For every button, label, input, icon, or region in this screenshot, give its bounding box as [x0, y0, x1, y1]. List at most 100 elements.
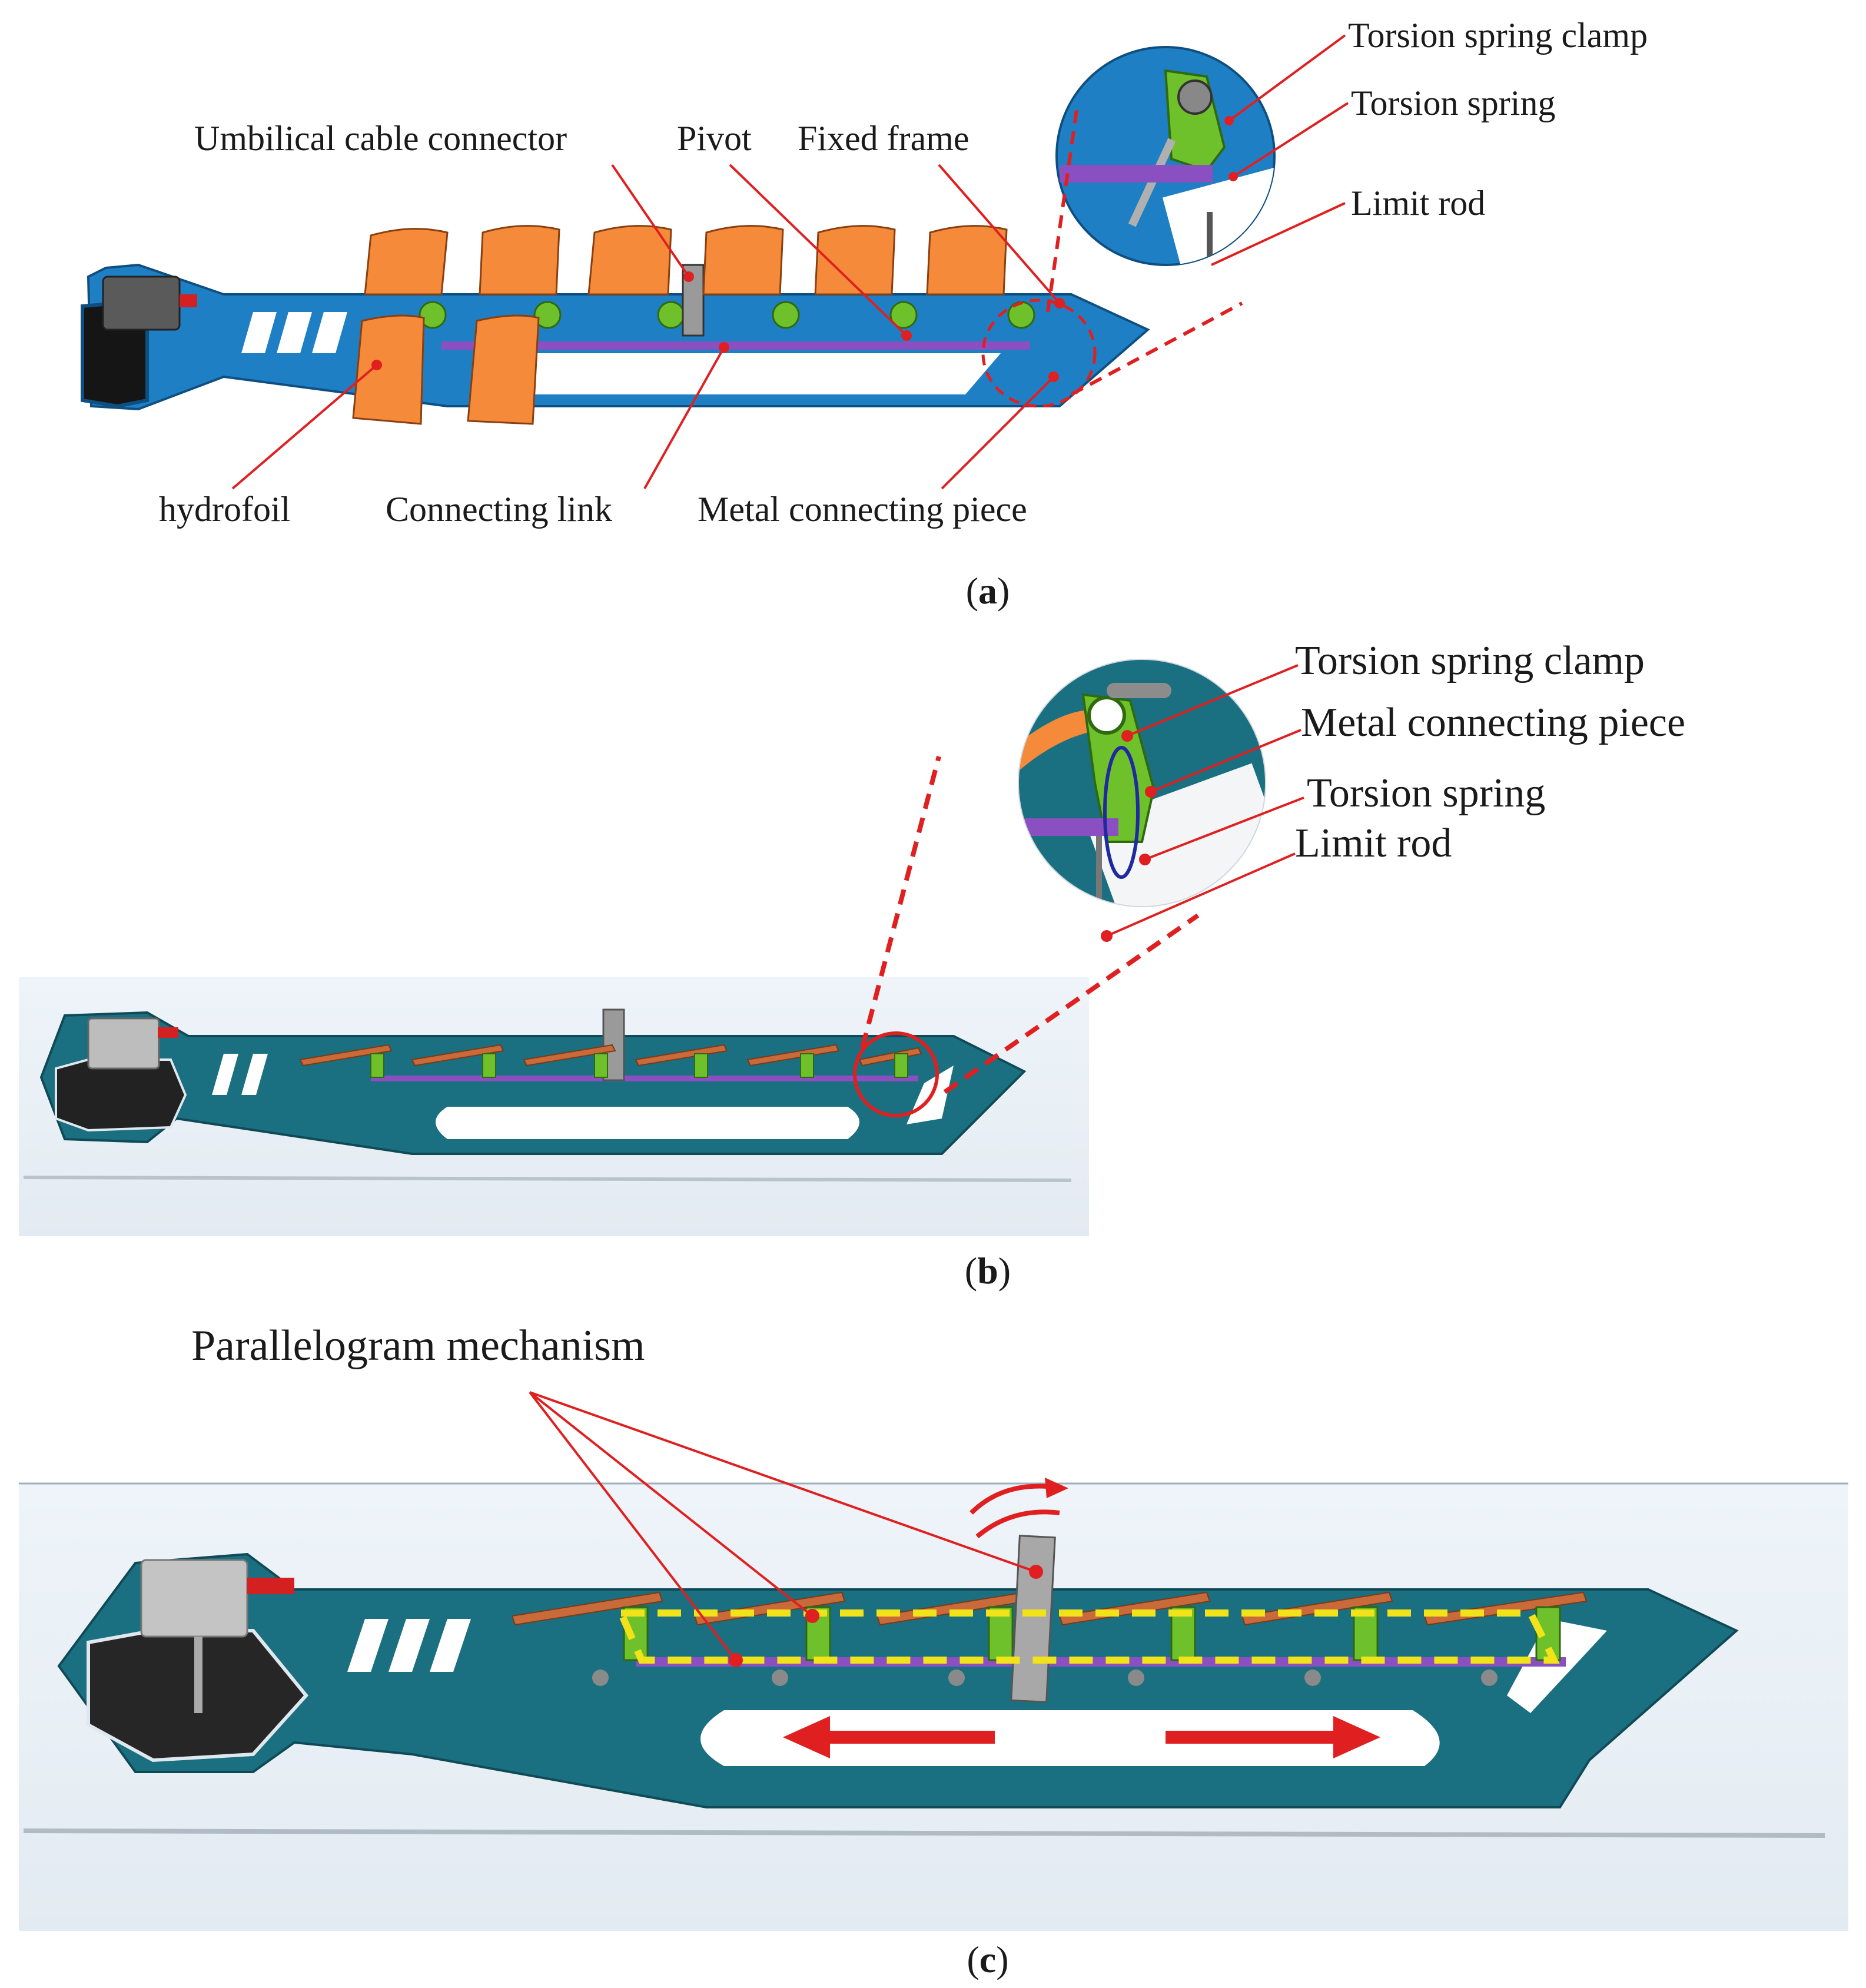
parallelogram-outline: [615, 1609, 1560, 1664]
bracket-b: [800, 1053, 814, 1078]
inset-border-b: [1018, 659, 1266, 907]
connecting-link-b: [371, 1076, 918, 1081]
frame-bolt-c: [592, 1670, 609, 1686]
zoom-line-a: [1070, 301, 1243, 396]
motor-block-a: [102, 276, 181, 331]
label-metal-connecting-piece: Metal connecting piece: [698, 490, 1027, 529]
leader-inset-clamp-a: [1228, 34, 1346, 122]
rotation-arrow-icon: [969, 1483, 1060, 1539]
pivot-a: [772, 301, 800, 329]
motor-block-c: [140, 1559, 248, 1638]
motor-housing-b: [55, 1058, 187, 1132]
hydrofoil-a: [479, 225, 560, 296]
inset-link-a: [1060, 165, 1213, 182]
hydrofoil-c: [1423, 1591, 1588, 1626]
frame-window-a: [489, 353, 1001, 394]
label-umbilical-connector: Umbilical cable connector: [194, 119, 567, 158]
caption-open-a: (: [966, 570, 978, 612]
inset-clamp-rod-b: [1107, 683, 1171, 698]
pivots-a: [419, 301, 1035, 329]
frame-bolt-c: [948, 1670, 965, 1686]
leader-fixed-frame: [938, 164, 1061, 304]
leader-inset-spring-a: [1232, 102, 1349, 178]
frame-slot-a: [241, 312, 277, 353]
bracket-b: [482, 1053, 496, 1078]
label-inset-torsion-spring-clamp-b: Torsion spring clamp: [1295, 638, 1645, 683]
inset-limit-rod-a: [1207, 212, 1213, 265]
label-inset-limit-rod-a: Limit rod: [1351, 184, 1485, 223]
hydrofoil-b: [746, 1044, 840, 1067]
leader-parallelogram: [529, 1391, 1037, 1573]
frame-slot-c: [347, 1619, 389, 1672]
hydrofoil-c: [1241, 1591, 1393, 1626]
leader-inset-clamp-b: [1127, 664, 1299, 737]
inset-a: [1055, 46, 1276, 266]
panel-b: Torsion spring clamp Metal connecting pi…: [19, 638, 1685, 1292]
pivot-a: [889, 301, 918, 329]
pivot-a: [533, 301, 562, 329]
caption-open-c: (: [967, 1939, 979, 1980]
label-inset-torsion-spring-clamp-a: Torsion spring clamp: [1348, 16, 1648, 55]
frame-bolt-c: [1304, 1670, 1321, 1686]
hydrofoil-a: [352, 314, 425, 425]
hydrofoil-b: [635, 1044, 728, 1067]
caption-close-b: ): [998, 1250, 1011, 1292]
hydrofoil-a: [814, 225, 896, 296]
hydrofoil-c: [511, 1591, 663, 1626]
pivot-a: [419, 301, 447, 329]
leader-dot: [1121, 730, 1133, 742]
leader-dot: [1101, 930, 1113, 942]
frame-window-c: [700, 1710, 1440, 1766]
leader-inset-spring-b: [1144, 796, 1304, 861]
umbilical-connector-c: [1010, 1535, 1056, 1703]
leader-parallelogram: [529, 1391, 737, 1661]
motor-shaft-c: [194, 1637, 202, 1713]
inset-bearing-b: [1087, 696, 1126, 735]
hydrofoil-c: [1058, 1591, 1211, 1626]
caption-c: (c): [967, 1939, 1008, 1980]
hydrofoil-a: [926, 225, 1008, 296]
leader-dot: [729, 1653, 743, 1667]
hydrofoil-b: [523, 1044, 616, 1067]
label-pivot: Pivot: [677, 119, 752, 158]
connecting-link-c: [636, 1657, 1566, 1667]
leader-connecting-link: [643, 347, 725, 489]
label-connecting-link: Connecting link: [386, 490, 612, 529]
panel-a: Umbilical cable connector Pivot Fixed fr…: [81, 16, 1648, 612]
leader-metal-piece: [941, 376, 1055, 490]
leader-dot: [901, 330, 912, 341]
leader-dot: [805, 1609, 819, 1623]
caption-open-b: (: [965, 1250, 977, 1292]
leader-parallelogram: [529, 1391, 814, 1617]
frame-slot-b: [241, 1054, 268, 1095]
label-parallelogram-mechanism: Parallelogram mechanism: [191, 1322, 645, 1370]
zoom-line-a: [1046, 105, 1079, 313]
leader-dot: [1139, 854, 1151, 865]
leader-dot: [371, 360, 382, 370]
frame-slot-c: [430, 1619, 471, 1672]
caption-letter-b: b: [977, 1250, 998, 1292]
ground-shadow-b: [23, 1176, 1072, 1182]
panel-c: Parallelogram mechanism (c): [19, 1322, 1848, 1980]
caption-a: (a): [966, 570, 1010, 612]
bracket-b: [694, 1053, 708, 1078]
hydrofoil-a: [702, 225, 784, 296]
hydrofoil-b: [858, 1047, 922, 1067]
leader-umbilical: [611, 164, 690, 278]
motor-red-part-a: [180, 294, 197, 307]
label-hydrofoil: hydrofoil: [159, 490, 290, 529]
frame-slot-c: [389, 1619, 430, 1672]
highlight-ellipse-a: [981, 298, 1097, 408]
hydrofoil-a: [467, 314, 540, 425]
frame-bolt-c: [1128, 1670, 1144, 1686]
label-inset-torsion-spring-b: Torsion spring: [1307, 771, 1545, 816]
leader-inset-metal-b: [1150, 729, 1301, 793]
motion-arrow-right-icon: [1166, 1716, 1380, 1758]
frame-slot-a: [312, 312, 347, 353]
frame-slot-a: [277, 312, 312, 353]
leader-dot: [1048, 371, 1059, 382]
bracket-b: [894, 1053, 908, 1078]
zoom-line-b: [860, 755, 941, 1049]
frame-slot-b: [212, 1054, 238, 1095]
connecting-link-a: [441, 341, 1030, 350]
